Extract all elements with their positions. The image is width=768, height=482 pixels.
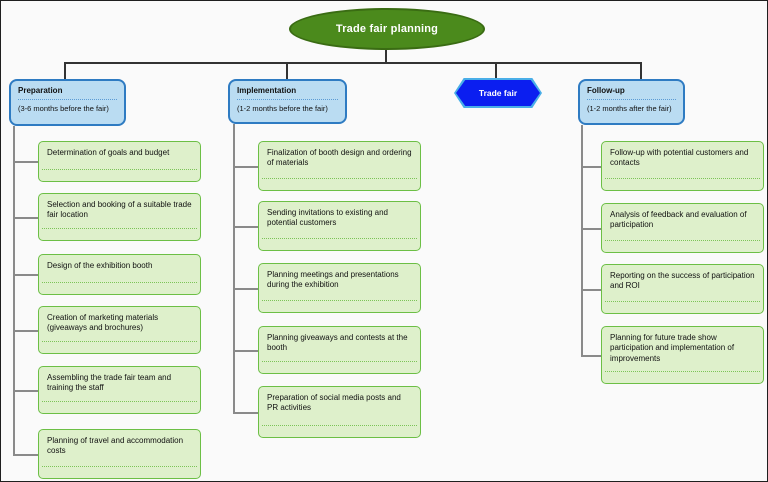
branch-title: Preparation bbox=[18, 86, 63, 95]
connector-stub-implementation bbox=[286, 62, 288, 79]
root-node-label: Trade fair planning bbox=[335, 23, 439, 35]
spine-preparation bbox=[13, 126, 15, 454]
task-label: Planning for future trade show participa… bbox=[610, 333, 735, 363]
task-box[interactable]: Design of the exhibition booth bbox=[38, 254, 201, 295]
branch-implementation[interactable]: Implementation (1-2 months before the fa… bbox=[228, 79, 347, 124]
task-box[interactable]: Analysis of feedback and evaluation of p… bbox=[601, 203, 764, 253]
divider bbox=[42, 228, 197, 229]
branch-follow-up[interactable]: Follow-up (1-2 months after the fair) bbox=[578, 79, 685, 125]
task-label: Preparation of social media posts and PR… bbox=[267, 393, 401, 413]
branch-subtitle: (1-2 months before the fair) bbox=[237, 104, 328, 113]
task-label: Creation of marketing materials (giveawa… bbox=[47, 313, 159, 333]
connector-stub-follow-up bbox=[640, 62, 642, 79]
divider bbox=[18, 99, 117, 100]
branch-trade-fair[interactable]: Trade fair bbox=[454, 78, 542, 108]
task-box[interactable]: Selection and booking of a suitable trad… bbox=[38, 193, 201, 241]
divider bbox=[605, 240, 760, 241]
stub bbox=[233, 412, 258, 414]
stub bbox=[13, 274, 38, 276]
task-label: Assembling the trade fair team and train… bbox=[47, 373, 172, 393]
task-label: Selection and booking of a suitable trad… bbox=[47, 200, 192, 220]
task-label: Follow-up with potential customers and c… bbox=[610, 148, 749, 168]
task-label: Reporting on the success of participatio… bbox=[610, 271, 755, 291]
connector-stub-trade-fair bbox=[495, 62, 497, 79]
task-label: Finalization of booth design and orderin… bbox=[267, 148, 412, 168]
branch-subtitle: (3-6 months before the fair) bbox=[18, 104, 109, 113]
task-label: Planning meetings and presentations duri… bbox=[267, 270, 399, 290]
task-label: Planning of travel and accommodation cos… bbox=[47, 436, 184, 456]
divider bbox=[262, 300, 417, 301]
divider bbox=[587, 99, 676, 100]
spine-implementation bbox=[233, 124, 235, 412]
divider bbox=[42, 282, 197, 283]
divider bbox=[262, 361, 417, 362]
divider bbox=[42, 466, 197, 467]
stub bbox=[233, 226, 258, 228]
stub bbox=[13, 217, 38, 219]
task-box[interactable]: Reporting on the success of participatio… bbox=[601, 264, 764, 314]
trade-fair-hexagon: Trade fair bbox=[456, 80, 540, 106]
task-box[interactable]: Creation of marketing materials (giveawa… bbox=[38, 306, 201, 354]
connector-bus-horizontal bbox=[64, 62, 642, 64]
divider bbox=[42, 401, 197, 402]
task-label: Determination of goals and budget bbox=[47, 148, 170, 157]
task-label: Planning giveaways and contests at the b… bbox=[267, 333, 408, 353]
branch-title: Trade fair bbox=[478, 88, 518, 98]
spine-follow-up bbox=[581, 125, 583, 355]
task-box[interactable]: Assembling the trade fair team and train… bbox=[38, 366, 201, 414]
task-box[interactable]: Planning meetings and presentations duri… bbox=[258, 263, 421, 313]
stub bbox=[13, 454, 38, 456]
task-box[interactable]: Preparation of social media posts and PR… bbox=[258, 386, 421, 438]
branch-subtitle: (1-2 months after the fair) bbox=[587, 104, 672, 113]
stub bbox=[13, 330, 38, 332]
stub bbox=[233, 288, 258, 290]
stub bbox=[233, 350, 258, 352]
stub bbox=[13, 390, 38, 392]
divider bbox=[605, 301, 760, 302]
stub bbox=[581, 166, 601, 168]
task-box[interactable]: Planning of travel and accommodation cos… bbox=[38, 429, 201, 479]
stub bbox=[581, 289, 601, 291]
task-box[interactable]: Follow-up with potential customers and c… bbox=[601, 141, 764, 191]
task-box[interactable]: Planning for future trade show participa… bbox=[601, 326, 764, 384]
divider bbox=[605, 371, 760, 372]
task-label: Design of the exhibition booth bbox=[47, 261, 153, 270]
task-label: Analysis of feedback and evaluation of p… bbox=[610, 210, 747, 230]
stub bbox=[581, 355, 601, 357]
root-node-trade-fair-planning[interactable]: Trade fair planning bbox=[289, 8, 485, 50]
stub bbox=[13, 161, 38, 163]
divider bbox=[262, 178, 417, 179]
connector-root-vertical bbox=[385, 50, 387, 63]
branch-title: Follow-up bbox=[587, 86, 625, 95]
connector-stub-preparation bbox=[64, 62, 66, 79]
stub bbox=[233, 166, 258, 168]
task-label: Sending invitations to existing and pote… bbox=[267, 208, 388, 228]
task-box[interactable]: Sending invitations to existing and pote… bbox=[258, 201, 421, 251]
divider bbox=[237, 99, 338, 100]
divider bbox=[42, 169, 197, 170]
task-box[interactable]: Planning giveaways and contests at the b… bbox=[258, 326, 421, 374]
branch-preparation[interactable]: Preparation (3-6 months before the fair) bbox=[9, 79, 126, 126]
task-box[interactable]: Determination of goals and budget bbox=[38, 141, 201, 182]
task-box[interactable]: Finalization of booth design and orderin… bbox=[258, 141, 421, 191]
divider bbox=[262, 238, 417, 239]
stub bbox=[581, 228, 601, 230]
divider bbox=[605, 178, 760, 179]
divider bbox=[262, 425, 417, 426]
branch-title: Implementation bbox=[237, 86, 297, 95]
divider bbox=[42, 341, 197, 342]
